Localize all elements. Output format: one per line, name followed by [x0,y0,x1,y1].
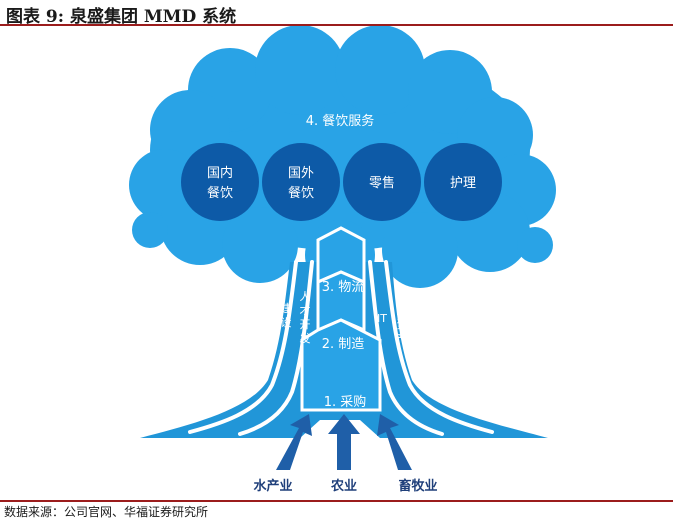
circle-label-line1: 国外 [288,166,314,181]
service-circle-nursing: 护理 [424,143,502,221]
service-circle-retail: 零售 [343,143,421,221]
vertical-char: 设 [281,316,292,329]
input-label-aquaculture: 水产业 [253,478,292,494]
vertical-char: 固 [397,290,408,303]
circle-label: 护理 [450,176,476,191]
circle-label-line1: 国内 [207,165,233,181]
stage-manufacturing: 2. 制造 [322,337,365,352]
vertical-char: 资 [397,318,408,331]
vertical-char: 开 [300,318,311,331]
vertical-char: 产 [397,331,408,345]
circle-label-line2: 餐饮 [288,185,314,201]
bottom-divider [0,500,673,502]
input-label-agriculture: 农业 [330,478,357,494]
crown-label: 4. 餐饮服务 [306,113,375,129]
stage-procurement: 1. 采购 [324,394,367,410]
arrow-icon [328,414,360,470]
vertical-char: 建 [281,301,292,315]
mmd-tree-diagram: 4. 餐饮服务 国内 餐饮 国外 餐饮 零售 护理 3. 物流 2. 制造 1.… [0,26,673,500]
source-note: 数据来源：公司官网、华福证券研究所 [4,503,208,520]
branch-label-talent-development: 人 才 开 发 [300,290,311,345]
branch-label-fixed-assets: 固 定 资 产 [397,290,408,345]
branch-label-it: IT [377,312,387,325]
circle-label-line2: 餐饮 [207,185,233,201]
stage-logistics: 3. 物流 [322,280,365,295]
service-circle-overseas-catering: 国外 餐饮 [262,143,340,221]
vertical-char: 发 [300,331,311,345]
input-arrows [276,414,412,470]
input-label-livestock: 畜牧业 [398,478,437,494]
vertical-char: 人 [300,290,311,303]
vertical-char: 才 [300,303,311,317]
vertical-char: 定 [397,303,408,317]
service-circle-domestic-catering: 国内 餐饮 [181,143,259,221]
circle-label: 零售 [369,175,395,191]
